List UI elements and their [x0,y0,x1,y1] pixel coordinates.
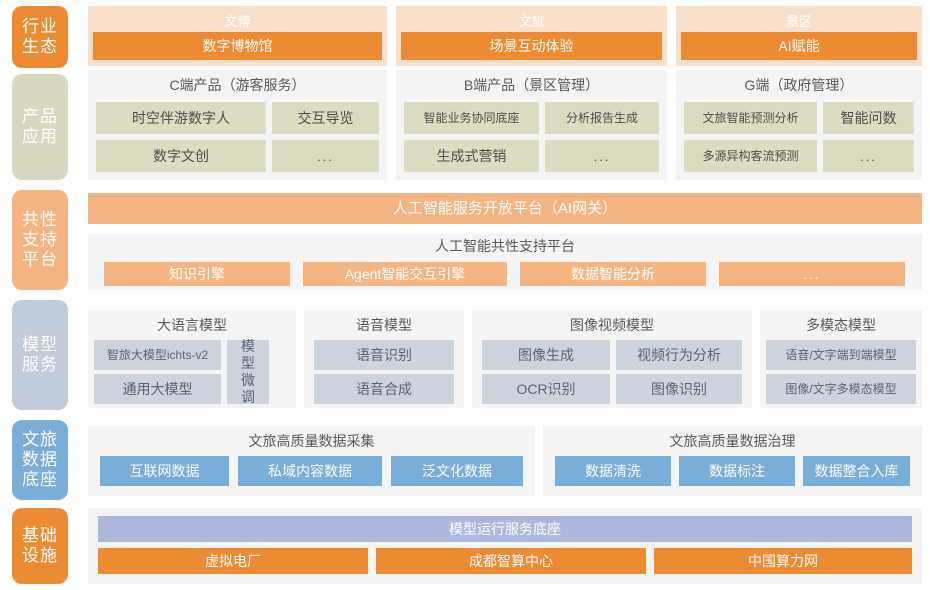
product-item-more[interactable]: ... [823,140,914,172]
common-platform-item[interactable]: Agent智能交互引擎 [303,262,507,286]
ecosystem-bar[interactable]: 数字博物馆 [93,32,382,60]
model-item[interactable]: 图像/文字多模态模型 [766,374,916,404]
rail-label-infrastructure: 基础 设施 [12,508,68,584]
ecosystem-head: 景区 [785,14,812,29]
ai-gateway-bar[interactable]: 人工智能服务开放平台（AI网关） [88,193,922,224]
ecosystem-card-jingqu: 景区 AI赋能 [676,6,922,66]
common-platform-item-more[interactable]: ... [719,262,905,286]
model-group-llm: 大语言模型 智旅大模型ichts-v2 通用大模型 模型微调 [88,310,296,408]
model-item[interactable]: 语音合成 [314,374,454,404]
ecosystem-bar[interactable]: 场景互动体验 [401,32,662,60]
product-group-b-end: B端产品（景区管理） 智能业务协同底座 分析报告生成 生成式营销 ... [396,70,667,180]
data-item[interactable]: 数据整合入库 [803,456,910,486]
rail-label-industry-ecosystem: 行业 生态 [12,6,68,68]
runtime-service-bar[interactable]: 模型运行服务底座 [98,516,912,542]
product-item-more[interactable]: ... [545,140,659,172]
rail-label-common-support-platform: 共性 支持 平台 [12,190,68,290]
model-item[interactable]: 视频行为分析 [616,340,742,370]
model-item[interactable]: 智旅大模型ichts-v2 [94,340,221,370]
model-item[interactable]: 图像生成 [482,340,610,370]
product-group-title: B端产品（景区管理） [463,77,600,93]
rail-label-culture-tourism-data-base: 文旅 数据 底座 [12,420,68,500]
data-item[interactable]: 互联网数据 [100,456,229,486]
model-group-multimodal: 多模态模型 语音/文字端到端模型 图像/文字多模态模型 [760,310,922,408]
product-item[interactable]: 时空伴游数字人 [96,102,266,134]
data-item[interactable]: 泛文化数据 [391,456,523,486]
model-group-title: 大语言模型 [157,317,227,333]
common-platform-item[interactable]: 数据智能分析 [520,262,706,286]
rail-line: 行业 [22,17,58,36]
rail-label-product-application: 产品 应用 [12,74,68,180]
model-item-finetune[interactable]: 模型微调 [227,338,269,405]
rail-line: 产品 [22,107,58,126]
model-group-title: 多模态模型 [806,317,876,333]
model-item[interactable]: 语音识别 [314,340,454,370]
ecosystem-bar[interactable]: AI赋能 [681,32,917,60]
rail-line: 共性 [22,210,58,229]
ecosystem-card-wenbo: 文博 数字博物馆 [88,6,387,66]
data-group-collection: 文旅高质量数据采集 互联网数据 私域内容数据 泛文化数据 [88,426,535,496]
data-group-governance: 文旅高质量数据治理 数据清洗 数据标注 数据整合入库 [543,426,922,496]
product-item[interactable]: 文旅智能预测分析 [684,102,817,134]
data-group-title: 文旅高质量数据采集 [248,433,375,449]
model-item[interactable]: OCR识别 [482,374,610,404]
product-group-c-end: C端产品（游客服务） 时空伴游数字人 交互导览 数字文创 ... [88,70,387,180]
infrastructure-item[interactable]: 虚拟电厂 [98,548,368,574]
data-item[interactable]: 数据清洗 [555,456,671,486]
model-item[interactable]: 语音/文字端到端模型 [766,340,916,370]
product-group-g-end: G端（政府管理） 文旅智能预测分析 智能问数 多源异构客流预测 ... [676,70,922,180]
product-item[interactable]: 数字文创 [96,140,266,172]
rail-label-model-service: 模型 服务 [12,300,68,410]
model-group-title: 图像视频模型 [570,317,654,333]
common-support-platform-panel: 人工智能共性支持平台 知识引擎 Agent智能交互引擎 数据智能分析 ... [88,234,922,290]
ecosystem-head: 文博 [224,14,251,29]
rail-line: 模型 [22,335,58,354]
rail-line: 生态 [22,37,58,56]
data-item[interactable]: 私域内容数据 [238,456,382,486]
rail-line: 设施 [22,546,58,565]
product-item[interactable]: 分析报告生成 [545,102,659,134]
product-item[interactable]: 交互导览 [272,102,379,134]
model-item[interactable]: 通用大模型 [94,374,221,404]
rail-line: 平台 [22,250,58,269]
infrastructure-item[interactable]: 中国算力网 [654,548,912,574]
model-group-image-video: 图像视频模型 图像生成 视频行为分析 OCR识别 图像识别 [472,310,752,408]
infrastructure-panel: 模型运行服务底座 虚拟电厂 成都智算中心 中国算力网 [88,508,922,584]
product-item[interactable]: 多源异构客流预测 [684,140,817,172]
data-group-title: 文旅高质量数据治理 [669,433,796,449]
common-platform-item[interactable]: 知识引擎 [104,262,290,286]
common-platform-title: 人工智能共性支持平台 [435,238,575,254]
ecosystem-card-wenlv: 文旅 场景互动体验 [396,6,667,66]
product-item[interactable]: 智能问数 [823,102,914,134]
product-item[interactable]: 生成式营销 [404,140,539,172]
infrastructure-item[interactable]: 成都智算中心 [376,548,646,574]
model-item-finetune-label: 模型微调 [241,338,255,405]
product-group-title: C端产品（游客服务） [169,77,306,93]
rail-line: 基础 [22,526,58,545]
model-group-speech: 语音模型 语音识别 语音合成 [304,310,464,408]
product-item[interactable]: 智能业务协同底座 [404,102,539,134]
rail-line: 底座 [22,470,58,489]
rail-line: 服务 [22,355,58,374]
rail-line: 数据 [22,450,58,469]
rail-line: 支持 [22,230,58,249]
product-item-more[interactable]: ... [272,140,379,172]
rail-line: 文旅 [22,430,58,449]
model-group-title: 语音模型 [356,317,412,333]
product-group-title: G端（政府管理） [744,77,854,93]
model-item[interactable]: 图像识别 [616,374,742,404]
data-item[interactable]: 数据标注 [679,456,795,486]
rail-line: 应用 [22,127,58,146]
ecosystem-head: 文旅 [518,14,545,29]
